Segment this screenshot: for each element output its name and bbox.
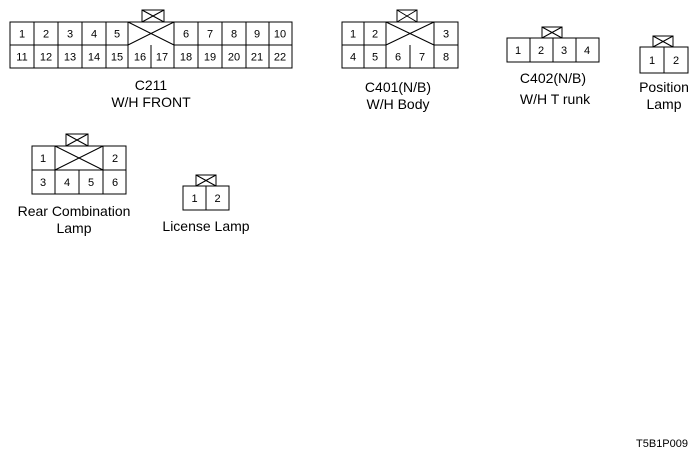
pin-label: 5 — [114, 29, 120, 41]
connector-code: Rear Combination — [18, 203, 131, 219]
pin-label: 8 — [443, 52, 449, 64]
connector-harness: Lamp — [56, 220, 91, 236]
pin-label: 6 — [183, 29, 189, 41]
pin-label: 1 — [191, 193, 197, 205]
connector-c401: 1 2 3 4 5 6 7 8 C401(N/B) W/H Body — [341, 9, 459, 112]
pin-label: 12 — [40, 52, 52, 64]
pin-label: 7 — [419, 52, 425, 64]
connector-rear-combination-lamp: 1 2 3 4 5 6 Rear Combination Lamp — [18, 133, 131, 236]
pin-label: 22 — [274, 52, 286, 64]
pin-label: 7 — [207, 29, 213, 41]
pin-label: 5 — [88, 177, 94, 189]
pin-label: 2 — [214, 193, 220, 205]
pin-label: 1 — [19, 29, 25, 41]
figure-code: T5B1P009 — [636, 438, 688, 450]
pin-label: 15 — [111, 52, 123, 64]
pin-label: 4 — [350, 52, 356, 64]
pin-label: 16 — [134, 52, 146, 64]
pin-label: 17 — [156, 52, 168, 64]
pin-label: 5 — [372, 52, 378, 64]
connector-c211: 1 2 3 4 5 6 7 8 9 10 11 12 13 14 15 16 1… — [9, 9, 293, 110]
pin-label: 4 — [64, 177, 70, 189]
connector-license-lamp: 1 2 License Lamp — [162, 174, 250, 234]
connector-harness: W/H Body — [366, 96, 429, 112]
connector-harness: Lamp — [646, 96, 681, 112]
connector-harness: W/H T runk — [520, 91, 591, 107]
pin-label: 2 — [538, 45, 544, 57]
pin-label: 2 — [112, 153, 118, 165]
pin-label: 1 — [40, 153, 46, 165]
connector-c402: 1 2 3 4 C402(N/B) W/H T runk — [506, 26, 600, 107]
pin-label: 3 — [67, 29, 73, 41]
pin-label: 21 — [251, 52, 263, 64]
pin-label: 1 — [649, 55, 655, 67]
pin-label: 2 — [673, 55, 679, 67]
pin-label: 3 — [443, 29, 449, 41]
pin-label: 6 — [395, 52, 401, 64]
connector-code: C401(N/B) — [365, 79, 431, 95]
pin-label: 19 — [204, 52, 216, 64]
pin-label: 3 — [40, 177, 46, 189]
connector-code: License Lamp — [162, 218, 249, 234]
connector-code: C211 — [135, 77, 168, 93]
pin-label: 11 — [16, 52, 27, 64]
connector-harness: W/H FRONT — [111, 94, 191, 110]
pin-label: 2 — [43, 29, 49, 41]
pin-label: 1 — [350, 29, 356, 41]
pin-label: 4 — [584, 45, 590, 57]
connector-code: C402(N/B) — [520, 70, 586, 86]
pin-label: 13 — [64, 52, 76, 64]
connector-code: Position — [639, 79, 689, 95]
pin-label: 10 — [274, 29, 286, 41]
pin-label: 3 — [561, 45, 567, 57]
connector-position-lamp: 1 2 Position Lamp — [639, 35, 689, 112]
pin-label: 20 — [228, 52, 240, 64]
pin-label: 9 — [254, 29, 260, 41]
pin-label: 6 — [112, 177, 118, 189]
pin-label: 2 — [372, 29, 378, 41]
pin-label: 8 — [231, 29, 237, 41]
pin-label: 14 — [88, 52, 100, 64]
pin-label: 1 — [515, 45, 521, 57]
pin-label: 18 — [180, 52, 192, 64]
pin-label: 4 — [91, 29, 97, 41]
